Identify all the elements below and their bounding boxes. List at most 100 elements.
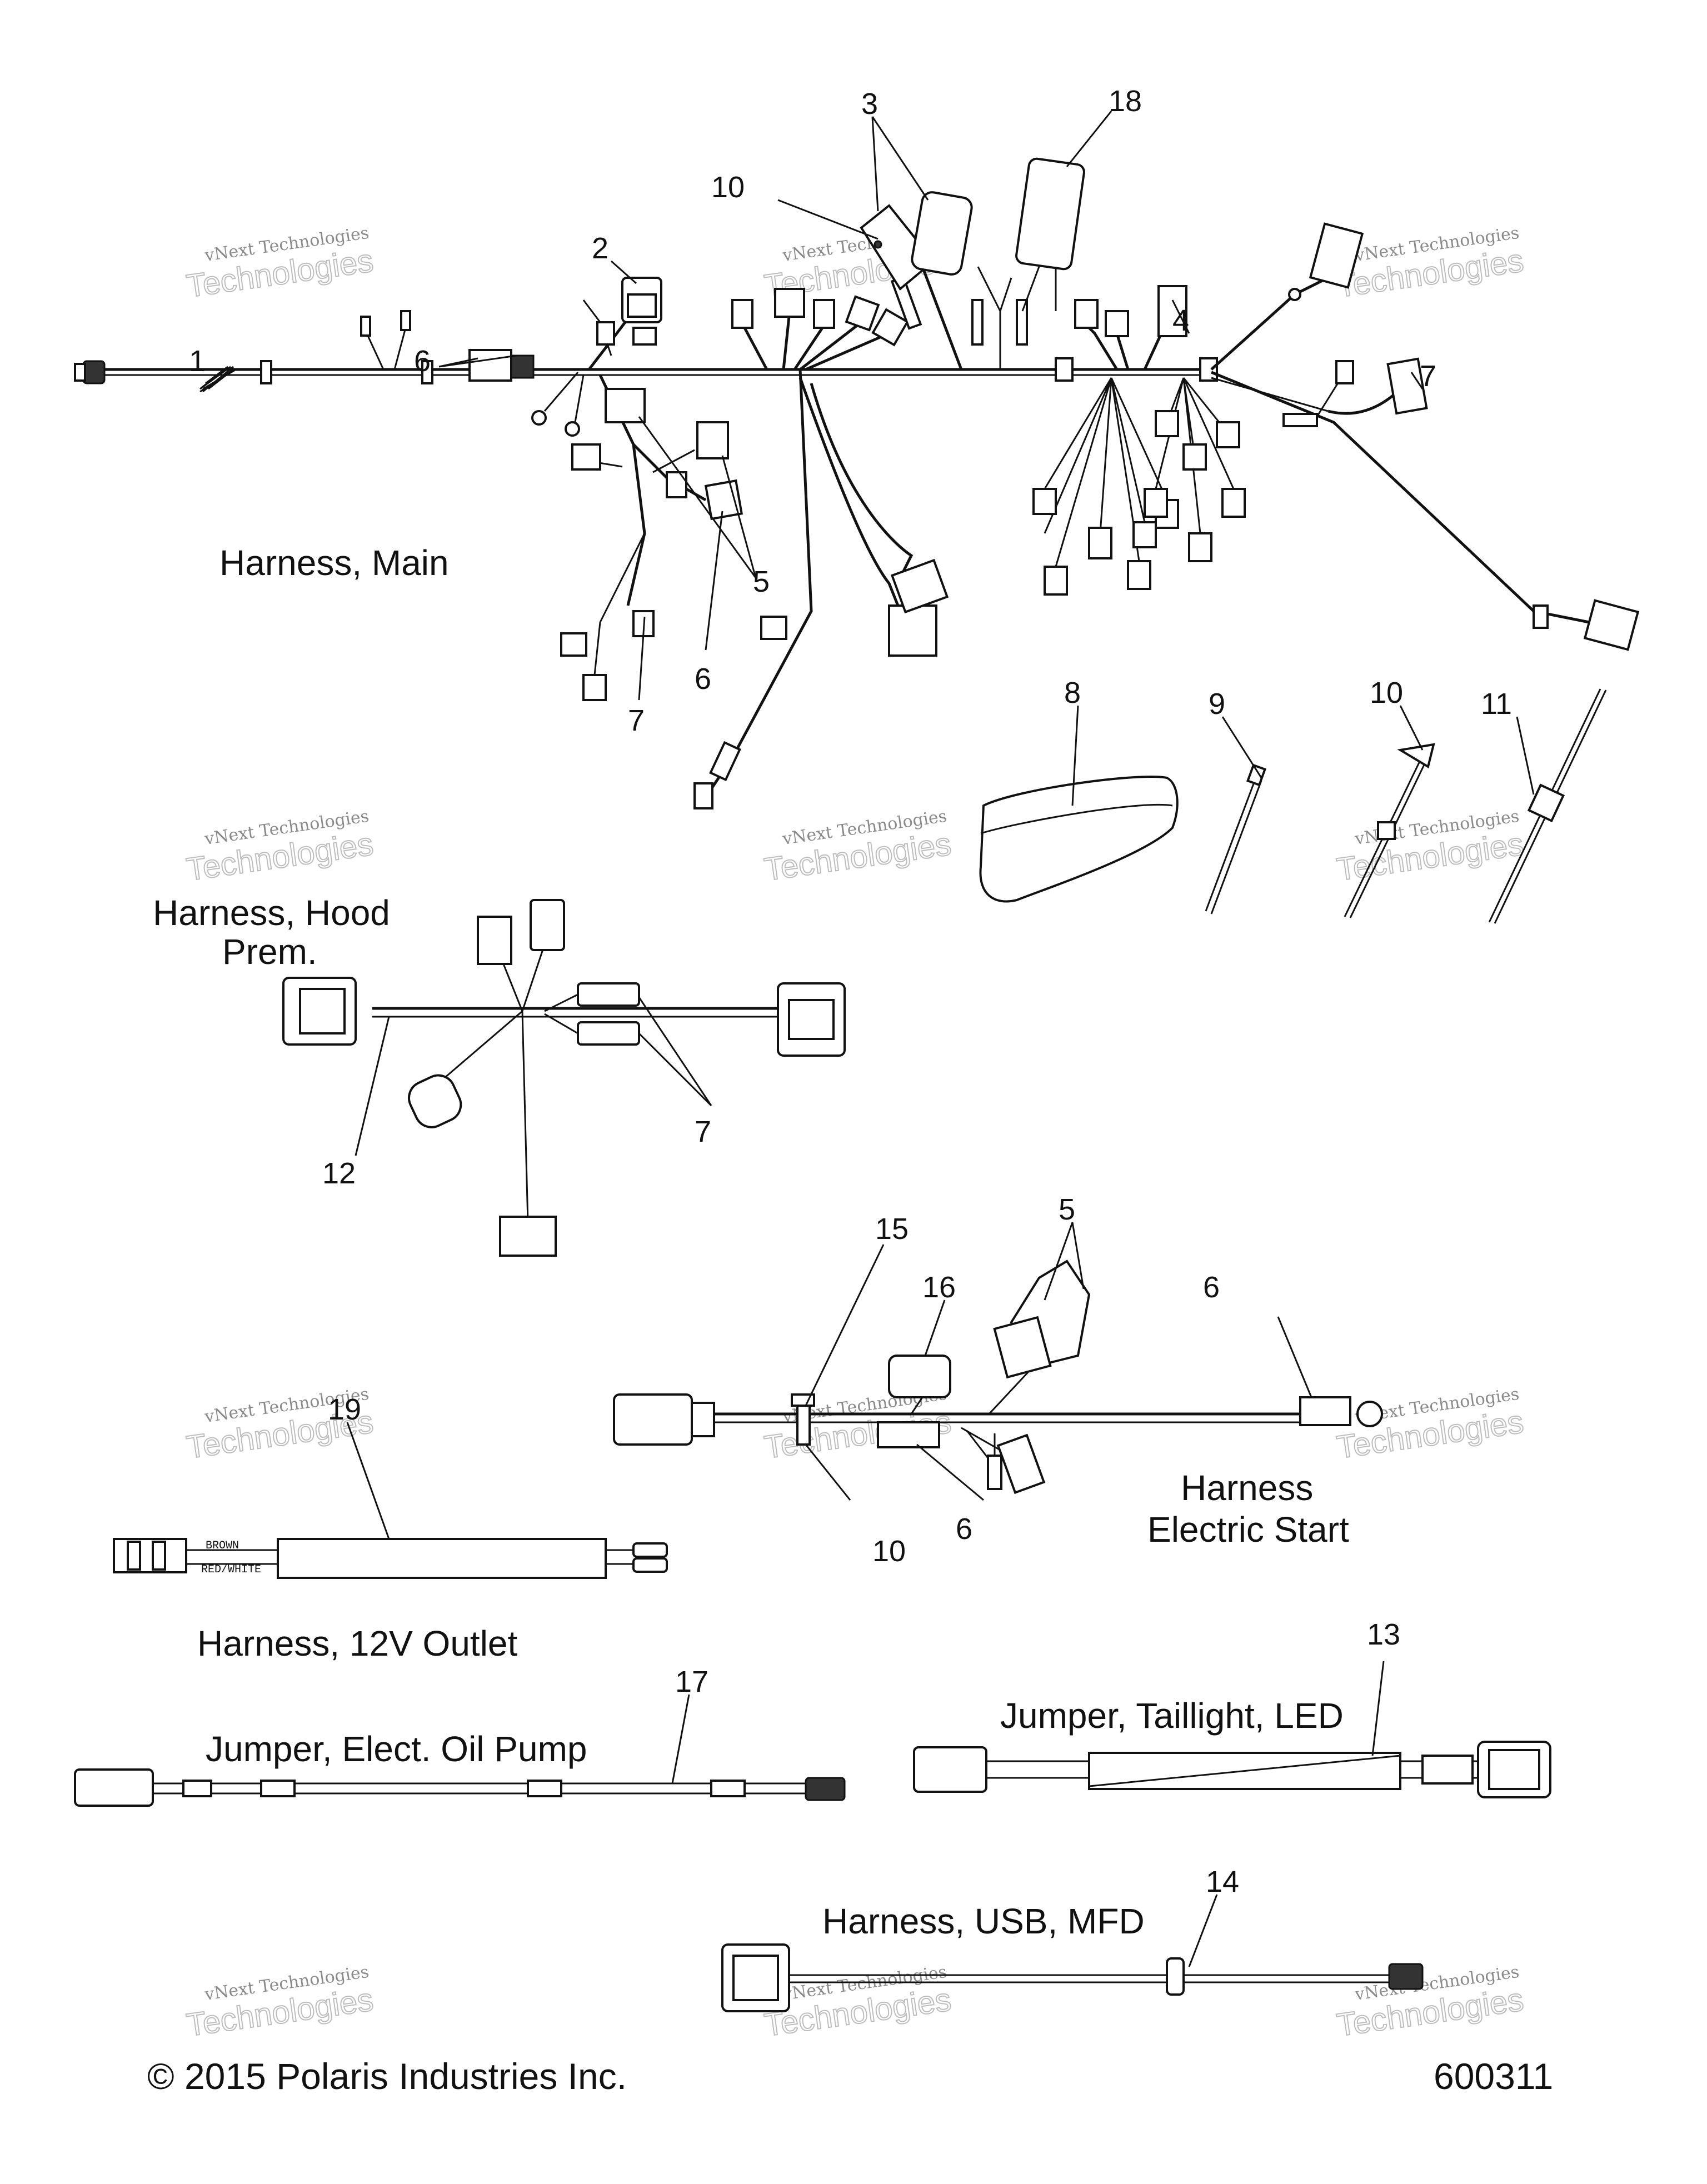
module-item-18 <box>1015 157 1085 312</box>
splice-tube <box>1282 413 1318 427</box>
callout-numbers: 1 2 3 4 5 6 6 7 7 8 9 10 10 11 12 7 13 1… <box>189 84 1512 1898</box>
spade-terminal <box>632 1542 668 1558</box>
caption-harness-usb: Harness, USB, MFD <box>822 1901 1145 1941</box>
leader-line-6b <box>705 511 723 651</box>
small-connector <box>1105 310 1129 337</box>
callout-11: 11 <box>1481 687 1512 721</box>
small-connector <box>1144 488 1168 518</box>
callout-7: 7 <box>695 1115 711 1148</box>
cable-tie-strap <box>1205 777 1262 914</box>
callout-12: 12 <box>322 1157 356 1190</box>
callout-13: 13 <box>1367 1618 1400 1651</box>
oilpump-connector <box>74 1768 154 1807</box>
callout-10: 10 <box>872 1535 906 1568</box>
bolt-item-10-head <box>791 1393 815 1407</box>
small-connector <box>582 674 607 701</box>
relay-mark <box>874 240 882 249</box>
loom-tube-body <box>979 776 1179 903</box>
grommet <box>1288 288 1301 301</box>
fanout-cluster <box>1032 377 1179 596</box>
branch-wire <box>1211 377 1329 412</box>
small-connector <box>1155 410 1179 437</box>
loom-tube-edge <box>980 803 1173 834</box>
callout-15: 15 <box>875 1212 909 1246</box>
ring-terminal <box>565 421 580 437</box>
splice-tube <box>971 299 984 346</box>
leader-line-10b <box>1399 705 1424 751</box>
small-connector <box>1044 566 1068 596</box>
small-connector <box>1216 421 1240 448</box>
leader-line-16 <box>924 1300 946 1356</box>
estart-branch-wire <box>910 1397 924 1415</box>
taillight-left-connector <box>913 1746 987 1793</box>
callout-7: 7 <box>628 704 645 737</box>
leader-line-2 <box>611 260 637 284</box>
leader-line-5b <box>1044 1222 1085 1301</box>
spade-terminal <box>632 1557 668 1573</box>
connector-item-4 <box>1157 285 1187 337</box>
caption-harness-hood-line2: Prem. <box>222 932 317 972</box>
clip-tie-clip <box>1397 743 1435 769</box>
trunk-clip <box>1533 604 1549 629</box>
small-connector <box>1088 527 1112 559</box>
taillight-wire <box>986 1760 1089 1779</box>
leader-line-15 <box>805 1244 885 1406</box>
connector-item-6-latch <box>510 354 535 379</box>
connector-item-7 <box>577 982 640 1007</box>
leader-line-10 <box>777 199 879 240</box>
leader-line-13 <box>1371 1661 1385 1756</box>
small-connector <box>813 299 835 329</box>
caption-harness-12v-outlet: Harness, 12V Outlet <box>197 1623 518 1663</box>
wire-sleeve <box>260 1780 296 1797</box>
leader-line-14 <box>1188 1894 1218 1967</box>
electric-start-harness <box>613 1260 1383 1495</box>
small-connector <box>560 632 587 657</box>
leader-line-18 <box>1066 111 1112 167</box>
leader-line-3 <box>871 116 929 212</box>
connector-large <box>1309 222 1364 289</box>
small-connector <box>596 321 615 346</box>
leader-line-19 <box>346 1422 390 1540</box>
usb-end-connector <box>1388 1963 1424 1990</box>
pigtail-terminal <box>400 310 411 331</box>
hood-branch-wire <box>444 944 546 1223</box>
branch-wire <box>1115 333 1130 370</box>
small-connector <box>871 308 909 347</box>
hood-right-connector-face <box>788 999 835 1040</box>
clip-tie-item-10 <box>1344 743 1435 918</box>
callout-4: 4 <box>1172 304 1189 337</box>
leader-line-5 <box>638 416 757 578</box>
callout-6: 6 <box>695 662 711 696</box>
branch-wire <box>743 327 768 371</box>
connector-item-5 <box>605 388 646 423</box>
main-end-connector-cap <box>74 363 86 382</box>
small-connector <box>987 1455 1002 1490</box>
outlet-connector-tab <box>127 1541 141 1571</box>
leader-line-6 <box>438 354 517 368</box>
leader-line-6c <box>1277 1316 1312 1398</box>
trunk-clip <box>421 360 433 384</box>
oilpump-end-connector <box>805 1777 846 1801</box>
edge-clip-body <box>1527 783 1565 823</box>
wire-sleeve <box>182 1780 212 1797</box>
wire-sleeve <box>1421 1755 1474 1785</box>
main-end-connector <box>82 360 106 384</box>
branch-wire <box>805 332 890 371</box>
trunk-clip <box>1199 357 1218 382</box>
leader-line-6d <box>916 1443 984 1501</box>
connector-large <box>1583 599 1640 651</box>
small-connector <box>1188 532 1212 562</box>
loom-tube-item-8 <box>979 776 1179 903</box>
relay-item-3 <box>860 191 973 291</box>
leader-line-7b <box>1410 372 1424 389</box>
leader-line <box>199 366 231 390</box>
connector-item-6 <box>877 1421 940 1448</box>
wire-label-red-white: RED/WHITE <box>201 1563 261 1576</box>
main-harness <box>74 157 1640 809</box>
callout-14: 14 <box>1206 1865 1239 1898</box>
outlet-harness: BROWN RED/WHITE <box>113 1538 668 1579</box>
callout-9: 9 <box>1209 687 1225 721</box>
captions: Harness, Main Harness, Hood Prem. Harnes… <box>153 543 1349 1941</box>
callout-6: 6 <box>414 344 431 378</box>
hood-left-connector-face <box>299 988 346 1034</box>
